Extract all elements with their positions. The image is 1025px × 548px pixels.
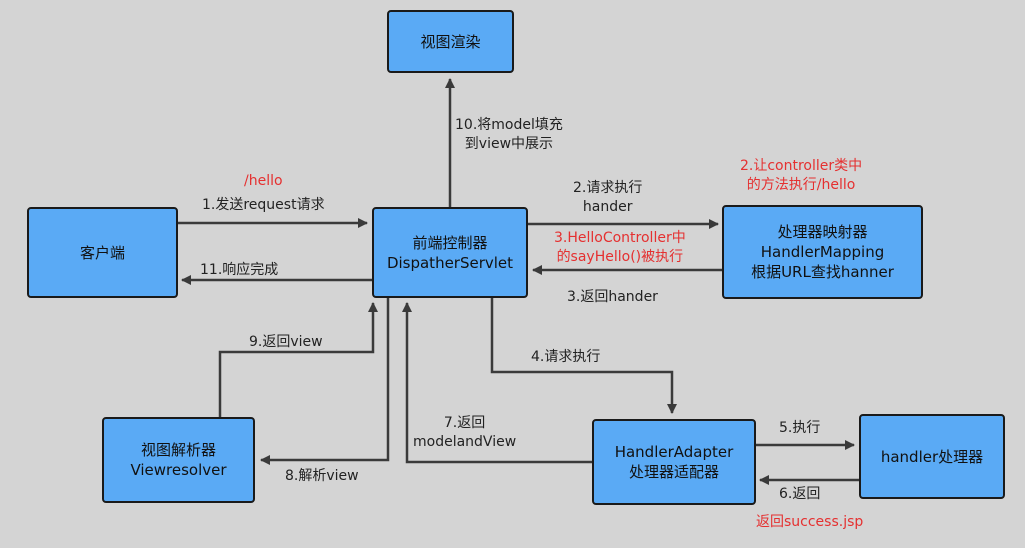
label-resolve-view: 8.解析view [285, 467, 359, 486]
text-line: 6.返回 [779, 486, 821, 502]
label-controller-method-note: 2.让controller类中的方法执行/hello [740, 157, 862, 195]
text-line: 处理器适配器 [628, 463, 719, 481]
node-client: 客户端 [27, 207, 178, 298]
text-line: 前端控制器 [412, 233, 488, 252]
node-view-render: 视图渲染 [387, 10, 514, 73]
node-view-resolver: 视图解析器 Viewresolver [102, 417, 255, 503]
text-line: 的sayHello()被执行 [556, 249, 684, 265]
label-saythello-note: 3.HelloController中的sayHello()被执行 [554, 229, 686, 267]
text-line: 10.将model填充 [455, 117, 563, 133]
text-line: 4.请求执行 [531, 349, 601, 365]
label-hello-path: /hello [244, 172, 283, 191]
label-return-view: 9.返回view [249, 333, 323, 352]
text-line: 处理器映射器 [777, 223, 868, 241]
node-handler: handler处理器 [859, 414, 1005, 499]
text-line: 8.解析view [285, 468, 359, 484]
text-line: 11.响应完成 [200, 262, 279, 278]
text-line: 客户端 [79, 243, 125, 262]
text-line: 2.让controller类中 [740, 158, 863, 174]
text-line: HandlerMapping [760, 243, 885, 261]
label-return: 6.返回 [779, 485, 820, 504]
text-line: 1.发送request请求 [202, 197, 325, 213]
label-execute: 5.执行 [779, 419, 820, 438]
text-line: 视图渲染 [420, 32, 481, 51]
label-fill-model: 10.将model填充到view中展示 [455, 116, 563, 154]
text-line: 7.返回 [443, 415, 486, 431]
label-response-complete: 11.响应完成 [200, 261, 278, 280]
label-request-handler: 2.请求执行 hander [573, 179, 642, 217]
text-line: hander [582, 199, 633, 215]
text-line: 视图解析器 [140, 441, 216, 459]
text-line: 返回success.jsp [756, 514, 864, 530]
text-line: 根据URL查找hanner [751, 263, 894, 281]
node-handler-mapping: 处理器映射器 HandlerMapping 根据URL查找hanner [722, 205, 923, 299]
text-line: 2.请求执行 [573, 180, 643, 196]
text-line: HandlerAdapter [614, 443, 734, 461]
label-return-handler: 3.返回hander [567, 288, 658, 307]
text-line: 的方法执行/hello [746, 177, 856, 193]
arrow-resolve-view [260, 298, 390, 465]
text-line: Viewresolver [130, 461, 227, 479]
label-return-success-jsp: 返回success.jsp [756, 513, 863, 532]
text-line: /hello [244, 173, 283, 189]
label-execute-request: 4.请求执行 [531, 348, 600, 367]
label-return-modelandview: 7.返回 modelandView [413, 414, 516, 452]
text-line: handler处理器 [880, 447, 984, 466]
text-line: 3.返回hander [567, 289, 658, 305]
text-line: DispatherServlet [386, 253, 514, 272]
arrow-return-modelandview [402, 302, 592, 464]
text-line: 9.返回view [249, 334, 323, 350]
node-handler-adapter: HandlerAdapter 处理器适配器 [592, 419, 756, 505]
arrow-execute-request [490, 298, 677, 414]
text-line: modelandView [413, 434, 517, 450]
text-line: 到view中展示 [464, 136, 554, 152]
label-send-request: 1.发送request请求 [202, 196, 325, 215]
text-line: 5.执行 [779, 420, 821, 436]
arrow-return-view [218, 302, 378, 417]
text-line: 3.HelloController中 [554, 230, 686, 246]
